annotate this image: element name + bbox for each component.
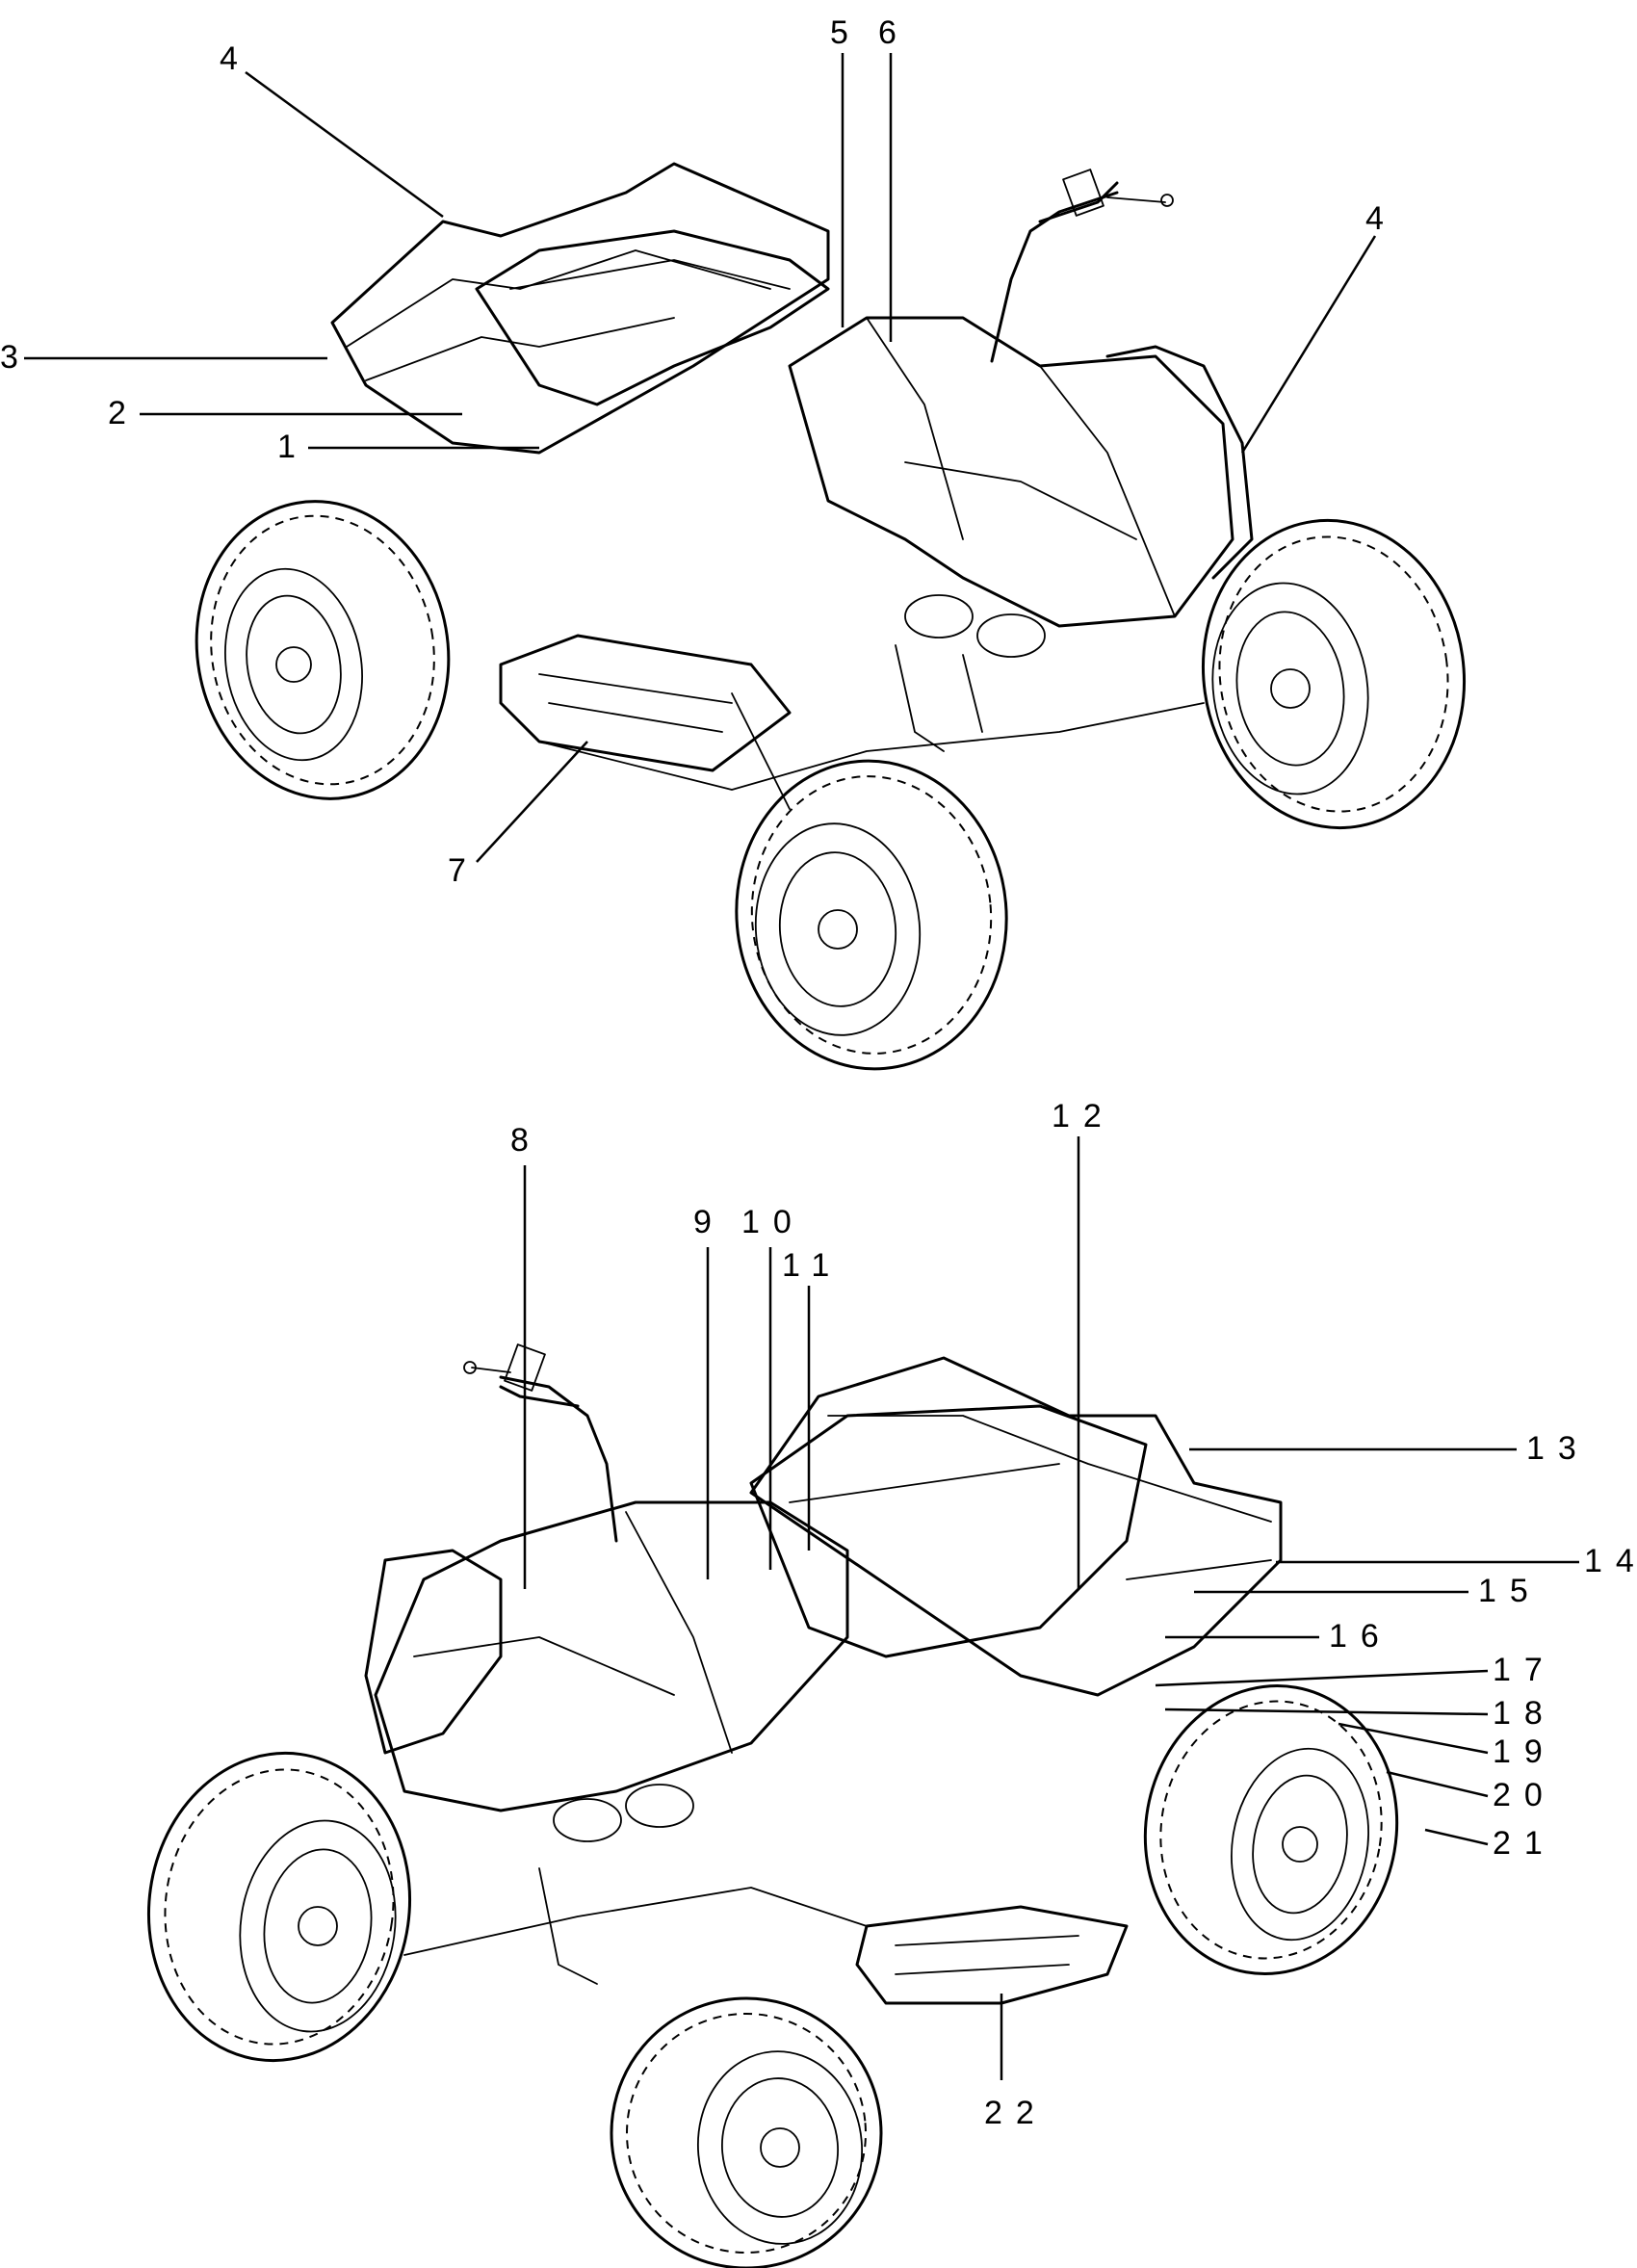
front-right-wheel <box>1201 518 1467 830</box>
rear-right-wheel <box>1143 1684 1399 1975</box>
callout-10: 10 <box>741 1204 805 1240</box>
callout-13: 13 <box>1526 1430 1590 1467</box>
front-left-wheel-2 <box>146 1751 412 2063</box>
front-right-wheel-2 <box>610 1996 883 2268</box>
callout-3: 3 <box>0 339 32 376</box>
callout-4-left: 4 <box>220 40 251 77</box>
callout-4-right: 4 <box>1365 200 1397 237</box>
callout-6: 6 <box>878 14 910 51</box>
callout-2: 2 <box>108 395 140 431</box>
callout-labels: 1 2 3 4 4 5 6 7 8 9 10 11 12 13 14 15 16… <box>0 14 1637 2131</box>
callout-5: 5 <box>830 14 862 51</box>
callout-17: 17 <box>1493 1652 1556 1688</box>
callout-18: 18 <box>1493 1695 1556 1732</box>
callout-21: 21 <box>1493 1825 1556 1862</box>
callout-9: 9 <box>693 1204 725 1240</box>
callout-1: 1 <box>277 429 309 465</box>
callout-20: 20 <box>1493 1777 1556 1813</box>
callout-19: 19 <box>1493 1734 1556 1770</box>
leader-lines <box>24 53 1579 2080</box>
callout-8: 8 <box>510 1122 542 1159</box>
front-left-wheel <box>735 759 1008 1071</box>
callout-12: 12 <box>1052 1098 1115 1134</box>
callout-15: 15 <box>1478 1573 1542 1609</box>
rear-left-wheel <box>195 500 451 800</box>
callout-7: 7 <box>448 852 480 889</box>
callout-16: 16 <box>1329 1618 1392 1655</box>
atv-top-view <box>195 162 1467 1071</box>
callout-11: 11 <box>782 1247 843 1284</box>
callout-14: 14 <box>1584 1543 1637 1579</box>
atv-bottom-view <box>146 1343 1399 2268</box>
callout-22: 22 <box>984 2095 1048 2131</box>
